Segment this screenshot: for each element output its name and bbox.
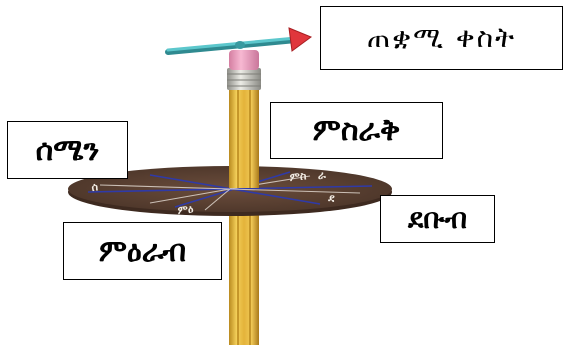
- disc-mark-east: ምዕ: [177, 202, 195, 217]
- east-label: ምዕራብ: [63, 222, 222, 280]
- south-label: ደቡብ: [380, 195, 495, 243]
- arrow-head-icon: [288, 27, 313, 52]
- pointer-arrow: [165, 27, 313, 55]
- disc-mark-north2: ራ: [317, 168, 327, 182]
- pencil-upper: [227, 50, 261, 188]
- west-label: ሰሜን: [7, 121, 128, 179]
- disc-mark-west: ሰ: [91, 180, 100, 194]
- disc-mark-north: ምስ: [289, 169, 308, 184]
- pointer-label: ጠቋሚ ቀስት: [320, 6, 563, 70]
- pencil-lower: [229, 195, 259, 345]
- disc-mark-south: ደ: [326, 191, 336, 205]
- compass-disc: ሰ ምስ ራ ምዕ ደ: [68, 166, 392, 217]
- north-label: ምስራቅ: [270, 102, 443, 159]
